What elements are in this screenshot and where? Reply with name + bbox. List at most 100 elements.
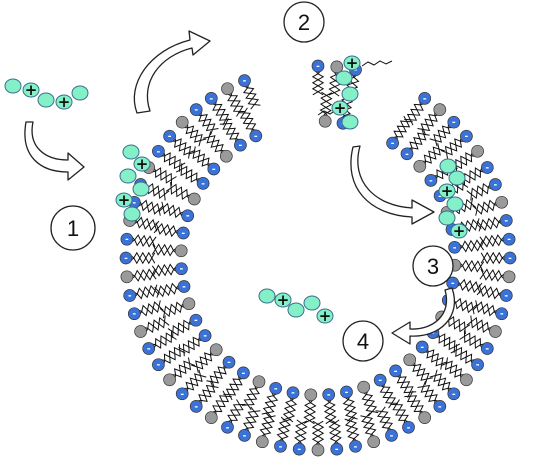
neutral-headgroup xyxy=(418,411,432,424)
lipid-tail xyxy=(196,354,215,373)
negative-charge-mark: - xyxy=(180,265,184,275)
lipid-tail xyxy=(308,399,317,425)
lipid-tail xyxy=(152,243,177,252)
anionic-headgroup xyxy=(330,442,344,456)
lipid-tail xyxy=(328,71,337,96)
step-3-badge: 3 xyxy=(412,245,454,287)
lipid xyxy=(203,131,233,163)
lipid-tail xyxy=(344,418,355,443)
lipid: - xyxy=(204,92,232,126)
lipid-tail xyxy=(131,273,157,282)
peptide-residue xyxy=(132,181,150,197)
lipid: - xyxy=(151,262,188,277)
lipid: - xyxy=(386,115,413,150)
lipid-tail xyxy=(424,351,443,370)
lipid-tail xyxy=(445,140,465,159)
negative-charge-mark: - xyxy=(239,141,243,151)
lipid-tail xyxy=(451,301,475,315)
positive-charge-mark: + xyxy=(319,307,332,325)
lipid xyxy=(159,297,196,319)
lipid: - xyxy=(178,329,212,357)
lipid: - xyxy=(219,118,247,152)
positive-charge-mark: + xyxy=(118,191,131,209)
cationic-peptide: ++ xyxy=(438,158,468,240)
neutral-headgroup xyxy=(495,195,509,209)
lipid: - xyxy=(344,416,362,453)
lipid-tail xyxy=(472,305,497,317)
anionic-headgroup xyxy=(249,129,263,143)
lipid-tail xyxy=(333,419,342,445)
negative-charge-mark: - xyxy=(465,132,469,142)
lipid-tail xyxy=(459,335,483,349)
lipid-tail xyxy=(361,392,374,417)
lipid xyxy=(448,258,485,273)
lipid-tail xyxy=(197,380,214,402)
negative-charge-mark: - xyxy=(209,94,213,104)
lipid-tail xyxy=(206,364,225,383)
negative-charge-mark: - xyxy=(452,118,456,128)
lipid-tail xyxy=(159,301,184,314)
lipid-tail xyxy=(180,163,201,180)
lipid: - xyxy=(175,163,210,190)
lipid-tail xyxy=(139,199,164,211)
lipid-tail xyxy=(455,344,476,361)
anionic-headgroup xyxy=(448,240,461,254)
lipid: - xyxy=(480,251,517,265)
lipid-tail xyxy=(422,380,439,402)
lipid xyxy=(472,195,509,216)
anionic-headgroup xyxy=(385,429,398,442)
lipid-tail xyxy=(383,383,398,404)
lipid-tail xyxy=(161,201,185,215)
lipid: - xyxy=(154,280,191,298)
negative-charge-mark: - xyxy=(157,147,161,157)
anionic-headgroup xyxy=(189,103,203,116)
lipid: - xyxy=(459,161,494,186)
lipid: - xyxy=(328,419,344,456)
lipid-tail xyxy=(459,264,484,273)
peptide-residue xyxy=(335,70,353,86)
lipid-tail xyxy=(178,336,201,352)
negative-charge-mark: - xyxy=(279,442,283,452)
lipid-tail xyxy=(440,137,462,154)
lipid-tail xyxy=(242,406,256,431)
lipid-tail xyxy=(435,336,456,353)
lipid-tail xyxy=(311,420,320,446)
negative-charge-mark: - xyxy=(335,445,339,455)
lipid-tail xyxy=(243,107,257,131)
peptide-residue xyxy=(439,158,457,174)
lipid-tail xyxy=(246,410,261,433)
negative-charge-mark: - xyxy=(180,390,184,400)
lipid-tail xyxy=(472,199,497,211)
lipid-tail xyxy=(238,112,253,133)
lipid: - xyxy=(223,366,250,401)
lipid-tail xyxy=(276,416,287,442)
neutral-headgroup xyxy=(175,115,189,129)
lipid: - xyxy=(188,146,221,176)
lipid-tail xyxy=(133,221,158,232)
negative-charge-mark: - xyxy=(181,229,185,239)
lipid-tail xyxy=(480,268,505,277)
lipid-tail xyxy=(153,335,177,349)
lipid: - xyxy=(448,239,485,254)
lipid-tail xyxy=(470,315,493,330)
lipid: - xyxy=(238,406,261,442)
peptide-residue xyxy=(258,288,276,304)
lipid: - xyxy=(238,74,261,110)
peptide-residue xyxy=(22,82,40,98)
lipid-tail xyxy=(365,412,377,437)
lipid-tail xyxy=(480,256,506,265)
lipid xyxy=(404,390,432,424)
lipid-tail xyxy=(459,259,485,268)
lipid-tail xyxy=(241,384,257,406)
peptide-residue xyxy=(122,144,140,160)
negative-charge-mark: - xyxy=(507,235,511,245)
lipid-tail xyxy=(476,289,502,300)
lipid-tail xyxy=(154,282,180,293)
negative-charge-mark: - xyxy=(405,150,409,160)
cationic-peptide: ++ xyxy=(258,288,334,325)
lipid: - xyxy=(472,300,509,321)
lipid-tail xyxy=(223,375,240,396)
positive-charge-mark: + xyxy=(453,222,466,240)
lipid-tail xyxy=(133,284,158,295)
